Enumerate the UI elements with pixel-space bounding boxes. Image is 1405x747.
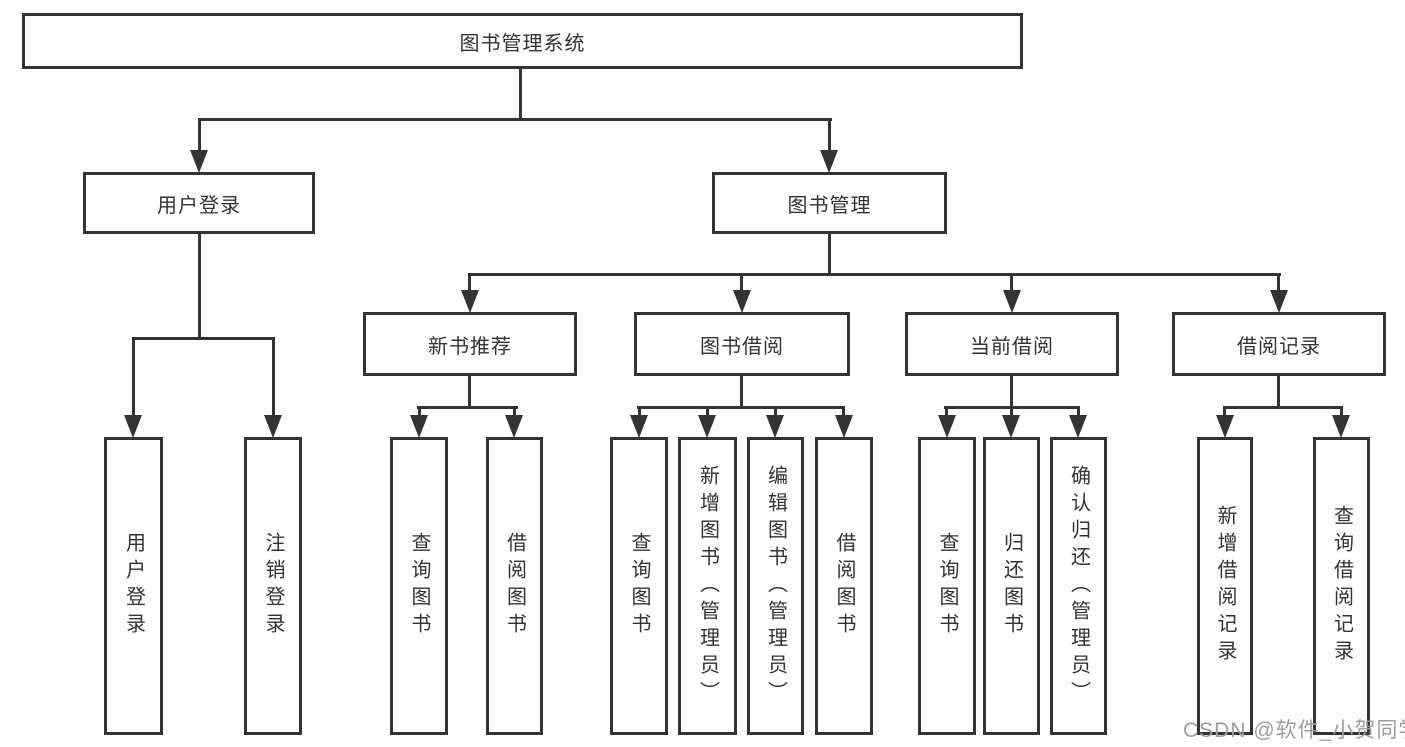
node-new-book-recommend: 新书推荐 (363, 312, 577, 376)
connector-line (272, 337, 275, 418)
leaf-edit-book-admin-label: 编辑图书（管理员） (764, 464, 787, 708)
connector-line (1010, 273, 1013, 293)
connector-line (637, 406, 845, 409)
connector-line (774, 406, 777, 418)
connector-line (132, 337, 135, 418)
arrowhead-icon (124, 415, 142, 438)
arrowhead-icon (1270, 290, 1288, 313)
leaf-add-borrow-record: 新增借阅记录 (1197, 437, 1253, 735)
arrowhead-icon (698, 415, 716, 438)
connector-line (198, 118, 201, 153)
leaf-borrow-book: 借阅图书 (815, 437, 873, 735)
node-book-borrowing-label: 图书借阅 (700, 335, 784, 358)
leaf-query-book-current: 查询图书 (918, 437, 976, 735)
arrowhead-icon (820, 150, 838, 173)
node-borrowing-records: 借阅记录 (1172, 312, 1386, 376)
leaf-query-book-borrowing-label: 查询图书 (628, 532, 650, 640)
leaf-return-book: 归还图书 (983, 437, 1040, 735)
connector-line (1223, 406, 1226, 418)
connector-line (1010, 406, 1013, 418)
connector-line (1223, 406, 1343, 409)
leaf-borrow-book-recommend-label: 借阅图书 (503, 532, 526, 640)
node-root-label: 图书管理系统 (459, 32, 586, 55)
arrowhead-icon (733, 290, 751, 313)
arrowhead-icon (1003, 290, 1021, 313)
leaf-add-borrow-record-label: 新增借阅记录 (1214, 505, 1236, 667)
arrowhead-icon (264, 415, 282, 438)
arrowhead-icon (190, 150, 208, 173)
connector-line (468, 273, 1281, 276)
node-book-management-label: 图书管理 (787, 194, 872, 217)
connector-line (519, 69, 522, 118)
leaf-query-book-recommend-label: 查询图书 (408, 532, 430, 640)
leaf-user-login: 用户登录 (104, 437, 163, 735)
leaf-query-borrow-record-label: 查询借阅记录 (1330, 505, 1353, 667)
connector-line (1077, 406, 1080, 418)
connector-line (468, 376, 471, 406)
node-new-book-recommend-label: 新书推荐 (428, 335, 512, 358)
connector-line (1277, 273, 1280, 293)
leaf-query-book-recommend: 查询图书 (390, 437, 448, 735)
arrowhead-icon (1216, 415, 1234, 438)
leaf-query-borrow-record: 查询借阅记录 (1313, 437, 1370, 735)
leaf-logout-label: 注销登录 (262, 532, 284, 640)
node-root: 图书管理系统 (22, 13, 1023, 69)
arrowhead-icon (461, 290, 479, 313)
leaf-user-login-label: 用户登录 (122, 532, 145, 640)
leaf-query-book-current-label: 查询图书 (936, 532, 958, 640)
arrowhead-icon (505, 415, 523, 438)
connector-line (638, 406, 641, 418)
connector-line (706, 406, 709, 418)
connector-line (513, 406, 516, 418)
node-book-borrowing: 图书借阅 (634, 312, 850, 376)
leaf-add-book-admin: 新增图书（管理员） (678, 437, 737, 735)
connector-line (1340, 406, 1343, 418)
arrowhead-icon (410, 415, 428, 438)
connector-line (418, 406, 421, 418)
connector-line (198, 118, 832, 121)
leaf-confirm-return-admin: 确认归还（管理员） (1050, 437, 1107, 735)
arrowhead-icon (938, 415, 956, 438)
connector-line (828, 234, 831, 273)
leaf-logout: 注销登录 (244, 437, 302, 735)
csdn-watermark: CSDN @软件_小贺同学 (1183, 719, 1405, 742)
leaf-edit-book-admin: 编辑图书（管理员） (747, 437, 804, 735)
arrowhead-icon (1069, 415, 1087, 438)
connector-line (1277, 376, 1280, 406)
connector-line (417, 406, 518, 409)
arrowhead-icon (1332, 415, 1350, 438)
connector-line (828, 118, 831, 153)
connector-line (740, 273, 743, 293)
node-borrowing-records-label: 借阅记录 (1237, 335, 1321, 358)
connector-line (945, 406, 948, 418)
connector-line (132, 337, 275, 340)
leaf-confirm-return-admin-label: 确认归还（管理员） (1067, 464, 1090, 708)
connector-line (468, 273, 471, 293)
leaf-return-book-label: 归还图书 (1000, 532, 1023, 640)
leaf-query-book-borrowing: 查询图书 (610, 437, 668, 735)
arrowhead-icon (1002, 415, 1020, 438)
leaf-borrow-book-label: 借阅图书 (833, 532, 855, 640)
arrowhead-icon (630, 415, 648, 438)
node-user-login-label: 用户登录 (157, 194, 241, 217)
node-current-borrowing-label: 当前借阅 (970, 335, 1054, 358)
leaf-add-book-admin-label: 新增图书（管理员） (696, 464, 719, 708)
connector-line (740, 376, 743, 406)
node-user-login: 用户登录 (83, 172, 315, 234)
leaf-borrow-book-recommend: 借阅图书 (486, 437, 543, 735)
node-current-borrowing: 当前借阅 (905, 312, 1119, 376)
arrowhead-icon (835, 415, 853, 438)
connector-line (1010, 376, 1013, 406)
connector-line (198, 234, 201, 340)
node-book-management: 图书管理 (712, 172, 947, 234)
connector-line (842, 406, 845, 418)
arrowhead-icon (766, 415, 784, 438)
